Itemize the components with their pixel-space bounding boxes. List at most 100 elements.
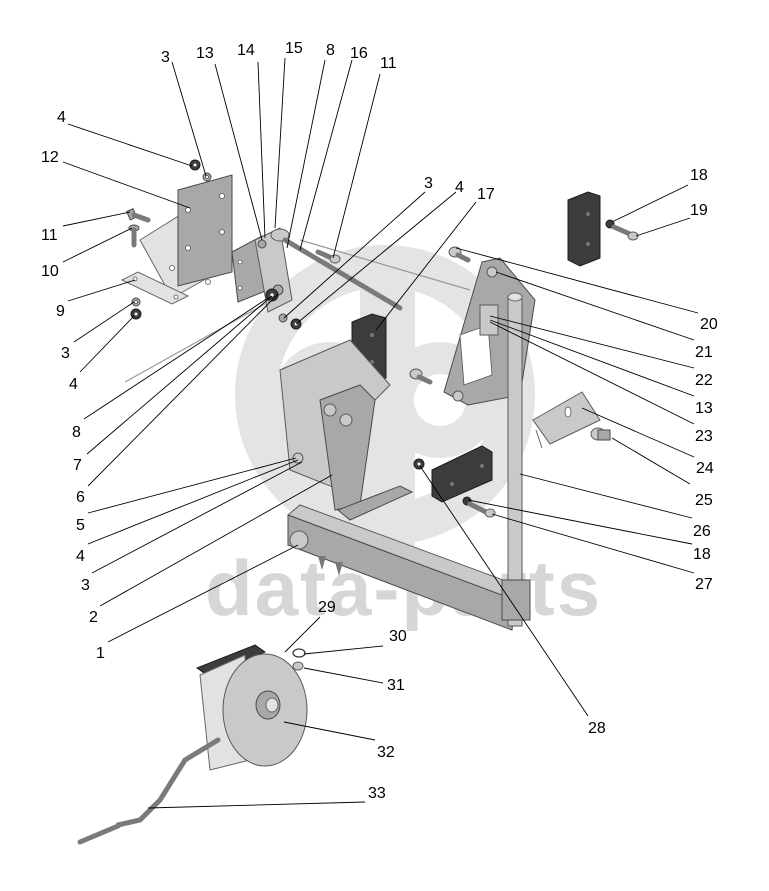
leader-c-7 [86,295,273,455]
leader-c-4-left [79,315,135,373]
leader-c-18-low [467,499,693,545]
callout-c-21: 21 [695,344,713,361]
leader-c-2 [99,474,333,607]
part-25-bushing [590,427,611,441]
leader-c-33 [147,801,366,809]
callout-c-12: 12 [41,149,59,166]
callout-c-18-low: 18 [693,546,711,563]
leader-c-18-top [611,184,689,223]
part-20-bolt [448,246,471,263]
part-28-nut [413,458,425,470]
callout-c-18-top: 18 [690,167,708,184]
part-rubber-block-low [431,445,493,503]
leader-c-32 [283,721,376,741]
callout-c-25: 25 [695,492,713,509]
part-26-vertical-post [501,292,531,627]
part-10-bolt [128,224,140,248]
leader-c-1 [107,544,299,643]
part-12-angle-bracket [139,174,233,299]
leader-c-4-mid [295,191,457,325]
leader-c-3-low [91,461,303,574]
part-8-rod [124,237,471,383]
part-24-angle-bracket [532,391,601,449]
callout-c-6: 6 [76,489,85,506]
part-2-blade-assembly [279,339,414,521]
leader-c-31 [303,667,384,684]
callout-c-4-mid: 4 [455,179,464,196]
leader-c-4-low [87,459,299,545]
callout-c-4-top: 4 [57,109,66,126]
part-3-washer-left [131,297,141,307]
callout-c-15: 15 [285,40,303,57]
part-27-bolt [467,501,496,518]
leader-c-17 [375,201,477,331]
callout-c-3-mid: 3 [424,175,433,192]
leader-c-8-top [286,59,326,249]
part-30-washer [292,648,306,658]
part-3-washer-mid [278,313,288,323]
leader-c-20 [455,247,699,314]
leader-c-3-left [73,301,135,343]
part-bolt-stud [409,368,433,385]
callout-c-9: 9 [56,303,65,320]
leader-c-11-left [62,211,131,227]
part-rubber-block-top [567,191,601,267]
leader-c-26 [519,473,693,519]
callout-c-4-low: 4 [76,548,85,565]
callout-c-3-left: 3 [61,345,70,362]
leader-c-30 [303,645,384,655]
callout-c-24: 24 [696,460,714,477]
leader-c-6 [87,293,279,487]
callout-c-14: 14 [237,42,255,59]
leader-c-8-left [83,297,269,420]
part-9-flat-plate [120,271,190,305]
callout-c-11-left: 11 [41,227,58,244]
callout-c-33: 33 [368,785,386,802]
leader-c-23 [489,321,695,425]
leader-c-4-top [67,123,193,167]
leader-c-15 [274,57,286,229]
leader-c-11-top [332,73,381,259]
callout-c-8-top: 8 [326,42,335,59]
callout-c-16: 16 [350,45,368,62]
callout-c-13-top: 13 [196,45,214,62]
callout-c-10: 10 [41,263,59,280]
part-3-washer-top [202,172,212,182]
callout-c-26: 26 [693,523,711,540]
callout-c-7: 7 [73,457,82,474]
callout-c-22: 22 [695,372,713,389]
leader-c-27 [491,513,695,574]
leader-c-24 [581,407,695,458]
part-32-winch [195,644,308,771]
leader-c-10 [62,227,133,263]
callout-c-28: 28 [588,720,606,737]
leader-c-21 [495,271,695,341]
callout-labels: 3 13 14 15 8 16 11 4 12 11 10 9 3 4 8 7 … [41,40,718,802]
callout-c-11-top: 11 [380,55,397,72]
callout-c-8-left: 8 [72,424,81,441]
leader-c-22 [489,315,695,369]
callout-c-32: 32 [377,744,395,761]
leader-c-29 [284,616,321,653]
leader-c-3-mid [283,191,426,319]
leader-c-9 [67,279,136,302]
callout-c-1: 1 [96,645,105,662]
part-19-bolt [611,224,639,241]
callout-c-30: 30 [389,628,407,645]
part-1-beam [287,504,526,631]
leader-c-12 [62,161,191,209]
leader-c-3-top [171,61,207,177]
callout-c-17: 17 [477,186,495,203]
callout-c-2: 2 [89,609,98,626]
callout-c-29: 29 [318,599,336,616]
callout-c-31: 31 [387,677,405,694]
leader-c-5 [87,457,297,514]
callout-c-3-low: 3 [81,577,90,594]
part-11-bolt-left [125,208,151,223]
callout-c-27: 27 [695,576,713,593]
part-11-bolt-top [315,249,341,264]
callout-c-23: 23 [695,428,713,445]
callout-c-20: 20 [700,316,718,333]
